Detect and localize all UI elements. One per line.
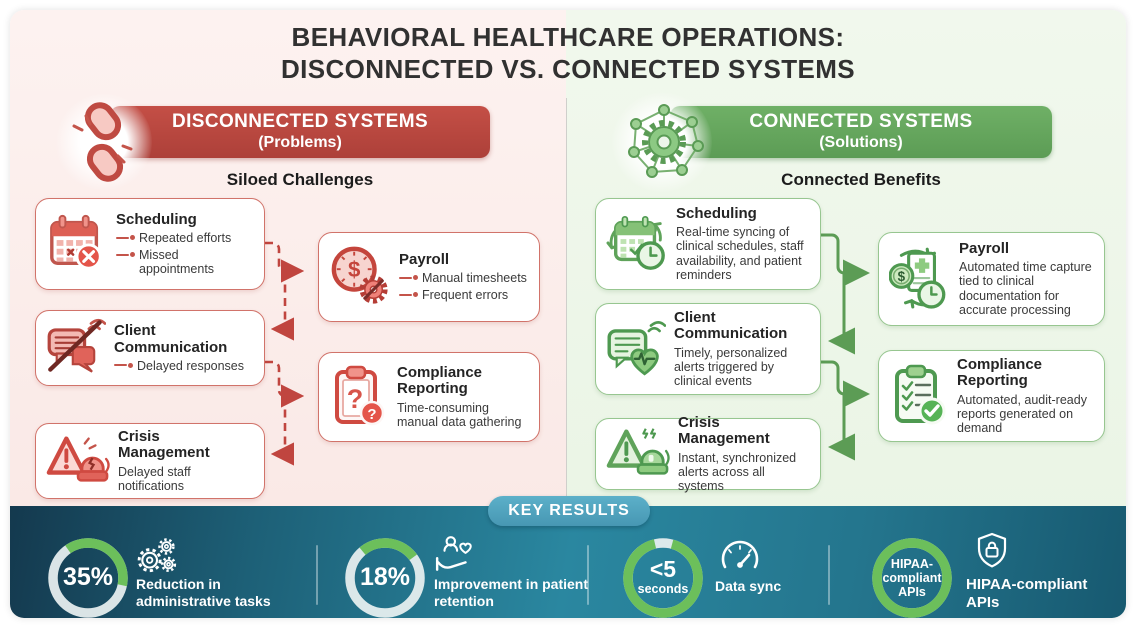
card-problem-communication: Client Communication Delayed responses xyxy=(35,310,265,386)
stat-value: 18% xyxy=(359,563,411,591)
card-solution-payroll: $ Payroll Automated time capture tied to… xyxy=(878,232,1105,326)
card-problem-crisis: Crisis Management Delayed staff notifica… xyxy=(35,423,265,499)
alert-broken-siren-icon xyxy=(46,431,110,492)
bullet-marker xyxy=(399,292,418,298)
stat-label: Reduction in administrative tasks xyxy=(136,576,271,609)
infographic-frame: BEHAVIORAL HEALTHCARE OPERATIONS: DISCON… xyxy=(10,10,1126,618)
network-gear-icon xyxy=(618,96,710,193)
calendar-sync-clock-icon xyxy=(606,211,668,278)
stat-divider xyxy=(828,545,830,605)
card-title: Payroll xyxy=(399,250,450,268)
svg-text:?: ? xyxy=(367,406,376,423)
card-desc: Automated time capture tied to clinical … xyxy=(959,260,1092,317)
chat-heart-pulse-icon xyxy=(606,318,667,381)
card-title: Compliance Reporting xyxy=(957,356,1043,390)
bullet-marker xyxy=(114,362,133,368)
bullet-marker xyxy=(116,252,135,258)
card-title: Crisis Management xyxy=(678,414,770,448)
stat-label: Data sync xyxy=(715,578,782,594)
card-title: Compliance Reporting xyxy=(397,364,483,398)
bullet-marker xyxy=(116,235,135,241)
disconnected-banner: DISCONNECTED SYSTEMS (Problems) xyxy=(110,106,490,158)
stat-label: Improvement in patient retention xyxy=(434,576,589,609)
page-title-line1: BEHAVIORAL HEALTHCARE OPERATIONS: xyxy=(291,22,845,52)
card-problem-payroll: $ Payroll Manual timesheets Frequent err… xyxy=(318,232,540,322)
stat-divider xyxy=(587,545,589,605)
card-desc: Timely, personalized alerts triggered by… xyxy=(674,345,788,388)
bullet-item: Missed appointments xyxy=(116,248,254,276)
card-desc: Real-time syncing of clinical schedules,… xyxy=(676,225,804,282)
stat-value: HIPAA-compliant APIs xyxy=(882,557,942,599)
alert-siren-icon xyxy=(606,424,670,485)
broken-chain-icon xyxy=(60,98,148,191)
card-solution-communication: Client Communication Timely, personalize… xyxy=(595,303,821,395)
card-title: Client Communication xyxy=(114,322,228,356)
center-divider xyxy=(566,98,567,502)
svg-text:$: $ xyxy=(348,256,361,281)
card-problem-scheduling: Scheduling Repeated efforts Missed appoi… xyxy=(35,198,265,290)
calendar-error-icon xyxy=(46,211,108,278)
siloed-challenges-label: Siloed Challenges xyxy=(226,170,374,189)
stat-ring-sync xyxy=(623,538,703,618)
shield-lock-icon xyxy=(972,531,1012,578)
card-solution-compliance: Compliance Reporting Automated, audit-re… xyxy=(878,350,1105,442)
connected-banner-subtitle: (Solutions) xyxy=(819,134,903,151)
connected-banner-title: CONNECTED SYSTEMS xyxy=(749,111,973,132)
bullet-item: Manual timesheets xyxy=(399,271,529,285)
stat-label: HIPAA-compliant APIs xyxy=(966,576,1088,611)
card-title: Scheduling xyxy=(676,205,757,223)
stat-value: <5 seconds xyxy=(620,558,706,596)
connected-benefits-label: Connected Benefits xyxy=(781,170,941,189)
stat-ring-hipaa xyxy=(872,538,952,618)
svg-text:?: ? xyxy=(347,384,364,414)
stat-value: 35% xyxy=(62,563,114,591)
stat-value-sub: seconds xyxy=(637,582,689,596)
key-results-badge: KEY RESULTS xyxy=(488,496,650,526)
svg-text:$: $ xyxy=(898,269,906,284)
bullet-item: Repeated efforts xyxy=(116,231,254,245)
hand-heart-icon xyxy=(434,534,476,581)
card-desc: Instant, synchronized alerts across all … xyxy=(678,450,797,493)
card-title: Payroll xyxy=(959,240,1010,258)
clipboard-question-icon: ? ? xyxy=(329,364,389,431)
stat-ring-35 xyxy=(48,538,128,618)
stat-ring-18 xyxy=(345,538,425,618)
clipboard-check-icon xyxy=(889,363,949,430)
gauge-icon xyxy=(718,538,762,581)
stat-divider xyxy=(316,545,318,605)
card-title: Scheduling xyxy=(116,210,197,228)
card-desc: Time-consuming manual data gathering xyxy=(397,400,522,429)
bullet-item: Frequent errors xyxy=(399,288,529,302)
page-title-line2: DISCONNECTED VS. CONNECTED SYSTEMS xyxy=(280,53,856,84)
card-solution-crisis: Crisis Management Instant, synchronized … xyxy=(595,414,821,493)
disconnected-banner-subtitle: (Problems) xyxy=(258,134,342,151)
dollar-document-clock-icon: $ xyxy=(888,245,951,314)
card-title: Client Communication xyxy=(674,309,788,343)
disconnected-banner-title: DISCONNECTED SYSTEMS xyxy=(171,111,429,132)
card-title: Crisis Management xyxy=(118,428,210,462)
page-title: BEHAVIORAL HEALTHCARE OPERATIONS: DISCON… xyxy=(10,22,1126,85)
bullet-marker xyxy=(399,275,418,281)
card-desc: Automated, audit-ready reports generated… xyxy=(957,392,1087,435)
card-solution-scheduling: Scheduling Real-time syncing of clinical… xyxy=(595,198,821,290)
gears-icon xyxy=(136,536,178,583)
bullet-item: Delayed responses xyxy=(114,359,254,373)
connected-banner: CONNECTED SYSTEMS (Solutions) xyxy=(670,106,1052,158)
card-problem-compliance: ? ? Compliance Reporting Time-consuming … xyxy=(318,352,540,442)
chat-blocked-icon xyxy=(46,318,107,379)
clock-dollar-broken-gear-icon: $ xyxy=(329,244,391,311)
card-desc: Delayed staff notifications xyxy=(118,464,191,493)
